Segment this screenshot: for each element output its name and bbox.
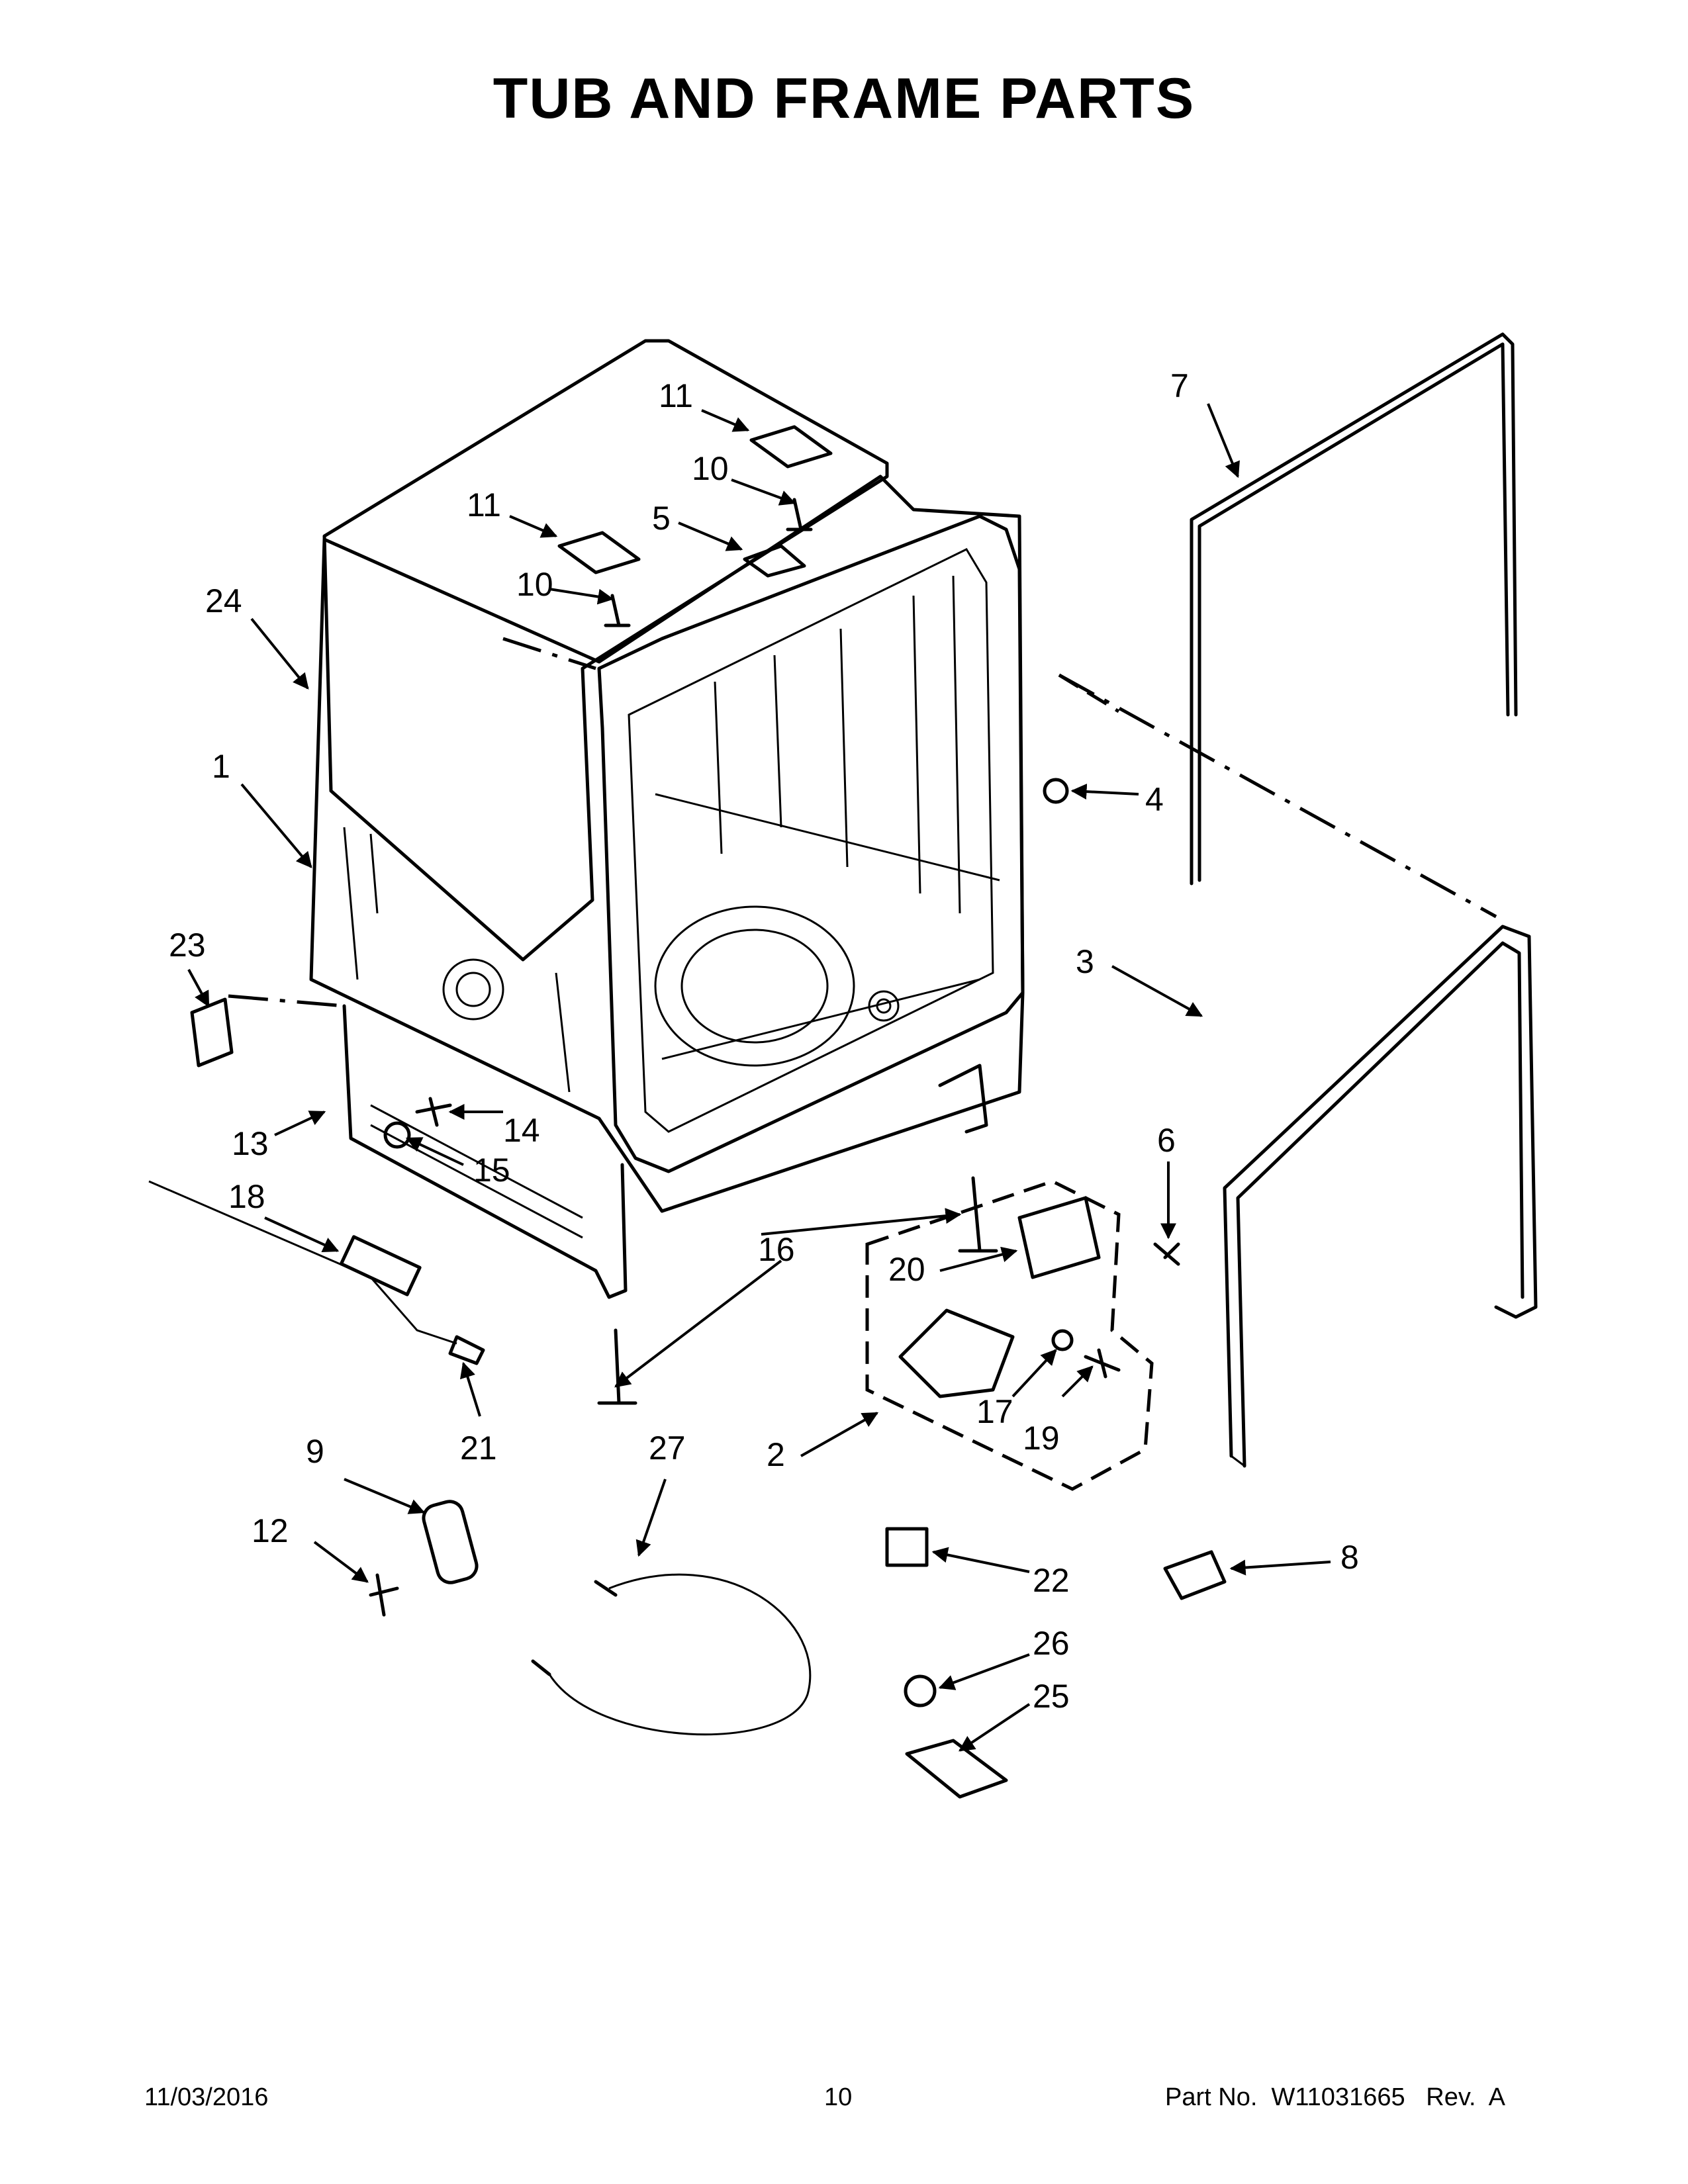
leader-lines — [187, 403, 1331, 1752]
callout-10: 10 — [516, 566, 553, 603]
assembly-line-gasket — [1058, 673, 1497, 919]
bracket-assembly-outline — [865, 1179, 1154, 1491]
bolt-14 — [415, 1097, 452, 1127]
footer-date: 11/03/2016 — [144, 2083, 269, 2111]
footer-page-number: 10 — [824, 2083, 853, 2111]
clip — [743, 544, 806, 578]
callout-27: 27 — [649, 1430, 686, 1467]
callout-25: 25 — [1033, 1678, 1070, 1715]
washer-15 — [383, 1121, 411, 1149]
callout-11: 11 — [467, 486, 501, 523]
callout-23: 23 — [169, 927, 206, 964]
screw-lower — [604, 594, 631, 627]
part-22 — [885, 1527, 929, 1567]
callout-14: 14 — [503, 1112, 540, 1149]
part-26 — [904, 1674, 937, 1707]
cable-end — [448, 1335, 485, 1365]
bracket-23 — [190, 997, 234, 1068]
callout-1: 1 — [212, 748, 230, 785]
part-8 — [1163, 1550, 1227, 1600]
door-gasket-seal — [1190, 332, 1518, 886]
tub-assembly — [309, 339, 1025, 1299]
screw-6 — [1153, 1242, 1180, 1266]
callout-11: 11 — [659, 377, 693, 414]
callout-4: 4 — [1145, 781, 1164, 818]
callout-20: 20 — [888, 1251, 925, 1288]
callout-2: 2 — [767, 1436, 785, 1473]
callout-10: 10 — [692, 450, 729, 487]
door-spring — [339, 1235, 422, 1297]
leveling-leg-left — [597, 1328, 637, 1405]
assembly-line-blanket — [502, 637, 596, 670]
page-title: TUB AND FRAME PARTS — [492, 67, 1196, 130]
hinge-bracket-lower — [557, 531, 641, 574]
hose-27-end — [531, 1580, 618, 1676]
door-cable — [148, 1180, 457, 1345]
callout-21: 21 — [460, 1430, 497, 1467]
callout-9: 9 — [306, 1433, 324, 1470]
washer-17 — [1051, 1329, 1074, 1351]
callout-19: 19 — [1023, 1420, 1060, 1457]
callout-26: 26 — [1033, 1625, 1070, 1662]
callout-3: 3 — [1076, 943, 1094, 980]
footer-part-number: Part No. W11031665 Rev. A — [1165, 2083, 1505, 2111]
hinge-bracket-upper — [749, 425, 833, 469]
callout-7: 7 — [1170, 367, 1189, 404]
screw-12 — [369, 1573, 399, 1617]
callout-24: 24 — [205, 582, 242, 619]
callout-22: 22 — [1033, 1562, 1070, 1599]
part-25 — [905, 1739, 1008, 1799]
hose-27 — [548, 1573, 812, 1736]
callout-labels: 7 11 10 11 5 10 24 1 4 23 3 14 13 15 6 1… — [169, 367, 1359, 1715]
part-9 — [422, 1500, 479, 1584]
assembly-line-seal — [1058, 673, 1120, 713]
callout-16: 16 — [758, 1231, 795, 1268]
callout-6: 6 — [1157, 1122, 1176, 1159]
callout-15: 15 — [473, 1152, 510, 1189]
callout-12: 12 — [252, 1512, 289, 1549]
callout-18: 18 — [228, 1178, 265, 1215]
callout-8: 8 — [1340, 1539, 1359, 1576]
tub-gasket — [1223, 925, 1538, 1468]
leveling-leg-right — [958, 1176, 998, 1253]
bracket-part — [898, 1308, 1015, 1398]
screw-19 — [1084, 1348, 1121, 1379]
assembly-line-bracket-23 — [228, 994, 345, 1008]
plug — [1043, 778, 1069, 804]
cover-20 — [1017, 1196, 1101, 1279]
callout-17: 17 — [976, 1393, 1013, 1430]
callout-13: 13 — [232, 1125, 269, 1162]
callout-5: 5 — [652, 500, 671, 537]
